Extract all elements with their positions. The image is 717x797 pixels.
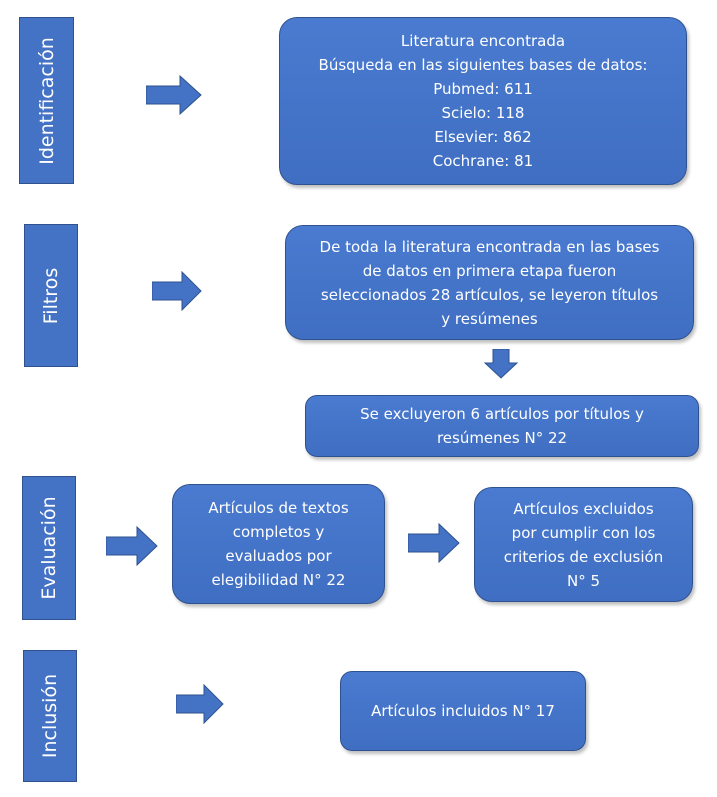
box-filtros-line-1: De toda la literatura encontrada en las … <box>319 237 660 256</box>
box-filtros-line-2: de datos en primera etapa fueron <box>362 261 617 280</box>
box-criterios-line-2: por cumplir con los <box>511 523 656 542</box>
box-textos-line-3: evaluados por <box>225 547 332 565</box>
phase-filtros: Filtros <box>24 224 78 367</box>
box-literatura-line-4: Scielo: 118 <box>441 104 525 122</box>
box-textos-line-1: Artículos de textos <box>208 499 349 517</box>
box-filtros-seleccion: De toda la literatura encontrada en las … <box>285 225 694 340</box>
box-textos-completos: Artículos de textos completos y evaluado… <box>172 484 385 604</box>
arrow-right-to-excluidos <box>408 523 460 563</box>
phase-filtros-label: Filtros <box>40 267 62 324</box>
arrow-right-identificacion <box>146 75 202 115</box>
box-literatura-line-6: Cochrane: 81 <box>432 152 534 170</box>
box-excluidos-titulos-line-2: resúmenes N° 22 <box>436 429 568 447</box>
arrow-down-filtros <box>484 349 518 379</box>
box-filtros-line-3: seleccionados 28 artículos, se leyeron t… <box>320 285 659 304</box>
box-articulos-incluidos: Artículos incluidos N° 17 <box>340 671 586 751</box>
phase-identificacion: Identificación <box>19 17 74 184</box>
box-incluidos-line-1: Artículos incluidos N° 17 <box>371 702 555 720</box>
phase-evaluacion-label: Evaluación <box>38 496 60 600</box>
phase-identificacion-label: Identificación <box>35 36 58 165</box>
box-criterios-line-4: N° 5 <box>566 571 601 590</box>
arrow-right-filtros <box>152 271 202 311</box>
box-excluidos-titulos-line-1: Se excluyeron 6 artículos por títulos y <box>360 405 644 423</box>
box-textos-line-4: elegibilidad N° 22 <box>211 571 346 589</box>
arrow-right-evaluacion <box>106 526 158 566</box>
box-filtros-line-4: y resúmenes <box>441 309 538 328</box>
phase-inclusion: Inclusión <box>23 650 77 782</box>
box-textos-line-2: completos y <box>232 523 325 541</box>
box-literatura-encontrada: Literatura encontrada Búsqueda en las si… <box>279 17 687 185</box>
box-literatura-line-5: Elsevier: 862 <box>434 128 532 146</box>
box-excluidos-criterios: Artículos excluidos por cumplir con los … <box>474 487 693 602</box>
box-criterios-line-3: criterios de exclusión <box>503 547 664 566</box>
phase-inclusion-label: Inclusión <box>39 673 61 759</box>
phase-evaluacion: Evaluación <box>22 476 76 620</box>
box-literatura-line-2: Búsqueda en las siguientes bases de dato… <box>318 56 648 74</box>
box-excluidos-titulos: Se excluyeron 6 artículos por títulos y … <box>305 395 699 457</box>
box-literatura-line-1: Literatura encontrada <box>400 32 566 50</box>
box-literatura-line-3: Pubmed: 611 <box>433 80 533 98</box>
box-criterios-line-1: Artículos excluidos <box>513 499 654 518</box>
arrow-right-inclusion <box>176 684 224 724</box>
